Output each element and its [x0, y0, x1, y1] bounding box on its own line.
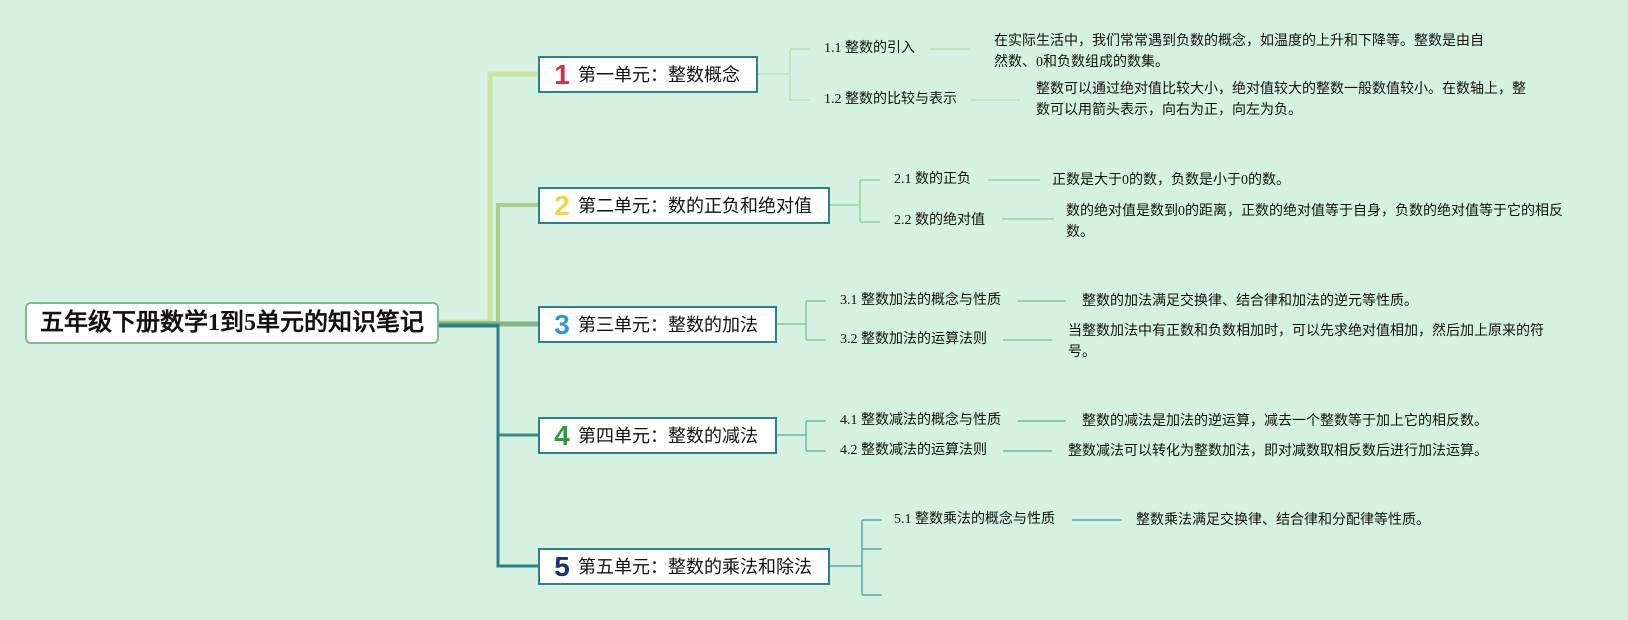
section-2-1-label[interactable]: 2.1 数的正负: [894, 172, 971, 187]
section-1-2-text: 整数可以通过绝对值比较大小，绝对值较大的整数一般数值较小。在数轴上，整数可以用箭…: [1036, 82, 1526, 118]
section-3-2-label[interactable]: 3.2 整数加法的运算法则: [840, 332, 987, 347]
unit-title: 第五单元：整数的乘法和除法: [578, 557, 812, 577]
section-1-1-label[interactable]: 1.1 整数的引入: [824, 41, 915, 56]
unit-number-badge: 3: [554, 309, 570, 340]
unit-number-badge: 5: [554, 551, 570, 582]
section-2-2-label[interactable]: 2.2 数的绝对值: [894, 213, 985, 228]
connector-unit-3-sections: [777, 300, 826, 341]
root-topic[interactable]: 五年级下册数学1到5单元的知识笔记: [25, 302, 439, 344]
section-4-1-text: 整数的减法是加法的逆运算，减去一个整数等于加上它的相反数。: [1082, 414, 1488, 429]
unit-title: 第四单元：整数的减法: [578, 426, 758, 446]
unit-number-badge: 2: [554, 190, 570, 221]
connector-root-unit-4: [439, 323, 538, 437]
connector-unit-5-sections: [830, 519, 882, 596]
section-2-2-text: 数的绝对值是数到0的距离，正数的绝对值等于自身，负数的绝对值等于它的相反数。: [1066, 204, 1563, 240]
section-4-1-label[interactable]: 4.1 整数减法的概念与性质: [840, 413, 1001, 428]
unit-title: 第二单元：数的正负和绝对值: [578, 196, 812, 216]
section-1-2-label[interactable]: 1.2 整数的比较与表示: [824, 92, 957, 107]
section-1-1-text: 在实际生活中，我们常常遇到负数的概念，如温度的上升和下降等。整数是由自然数、0和…: [994, 34, 1484, 70]
section-5-1-text: 整数乘法满足交换律、结合律和分配律等性质。: [1136, 513, 1430, 528]
section-4-2-label[interactable]: 4.2 整数减法的运算法则: [840, 443, 987, 458]
section-4-2-text: 整数减法可以转化为整数加法，即对减数取相反数后进行加法运算。: [1068, 444, 1488, 459]
unit-number-badge: 4: [554, 420, 570, 451]
unit-1-topic[interactable]: 1 第一单元：整数概念: [538, 56, 758, 93]
connector-unit-2-sections: [830, 179, 880, 223]
section-3-1-text: 整数的加法满足交换律、结合律和加法的逆元等性质。: [1082, 294, 1418, 309]
unit-3-topic[interactable]: 3 第三单元：整数的加法: [538, 306, 777, 343]
unit-title: 第三单元：整数的加法: [578, 315, 758, 335]
section-3-1-label[interactable]: 3.1 整数加法的概念与性质: [840, 293, 1001, 308]
connector-unit-4-sections: [777, 420, 826, 452]
unit-4-topic[interactable]: 4 第四单元：整数的减法: [538, 417, 777, 454]
unit-number-badge: 1: [554, 59, 570, 90]
section-3-2-text: 当整数加法中有正数和负数相加时，可以先求绝对值相加，然后加上原来的符号。: [1068, 324, 1544, 360]
section-2-1-text: 正数是大于0的数，负数是小于0的数。: [1052, 173, 1290, 188]
unit-5-topic[interactable]: 5 第五单元：整数的乘法和除法: [538, 548, 830, 585]
unit-title: 第一单元：整数概念: [578, 65, 740, 85]
connector-unit-1-sections: [758, 48, 810, 101]
connector-root-unit-5: [439, 324, 538, 568]
connector-root-unit-1: [439, 71, 538, 325]
section-5-1-label[interactable]: 5.1 整数乘法的概念与性质: [894, 512, 1055, 527]
unit-2-topic[interactable]: 2 第二单元：数的正负和绝对值: [538, 187, 830, 224]
